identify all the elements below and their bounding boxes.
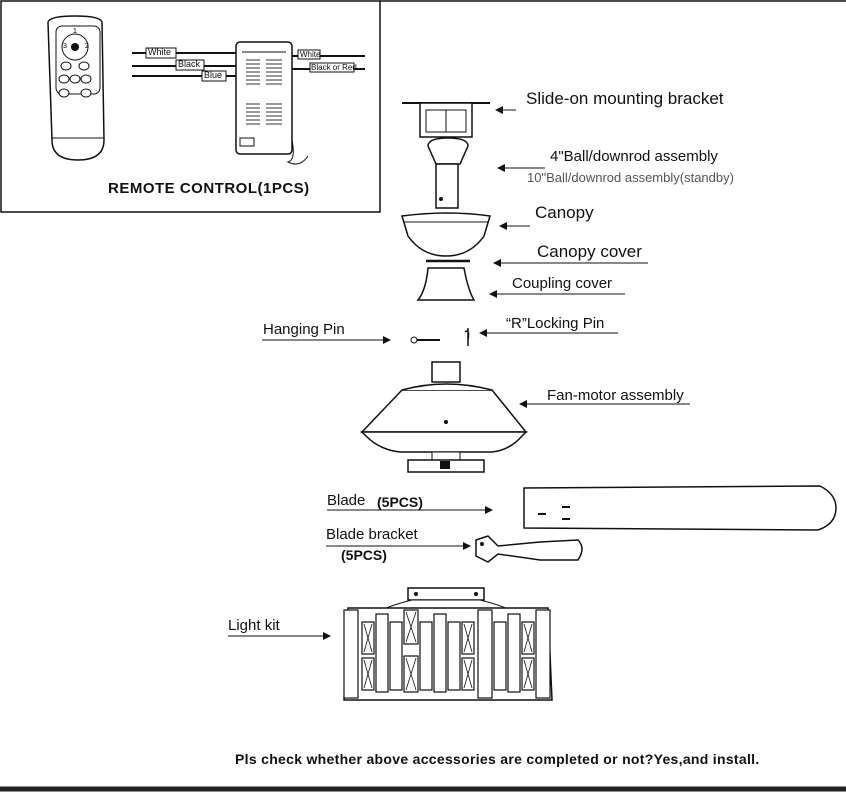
wire-label-black: Black	[178, 59, 201, 69]
r-locking-pin	[464, 328, 470, 346]
label-ball-downrod: 4"Ball/downrod assembly	[550, 148, 718, 165]
light-kit	[343, 587, 553, 701]
label-r-locking-pin: “R”Locking Pin	[506, 315, 605, 332]
svg-text:3: 3	[63, 43, 67, 50]
label-blade: Blade	[327, 492, 366, 509]
label-canopy: Canopy	[535, 203, 594, 222]
receiver-label-black-or-red: Black or Red	[311, 63, 357, 72]
label-blade-bracket-qty: (5PCS)	[341, 547, 387, 563]
slide-on-bracket	[402, 102, 490, 138]
footer-note: Pls check whether above accessories are …	[235, 751, 760, 767]
label-canopy-cover: Canopy cover	[537, 242, 642, 261]
ball-downrod	[427, 137, 469, 209]
label-blade-bracket: Blade bracket	[326, 526, 418, 543]
label-fan-motor: Fan-motor assembly	[547, 387, 684, 404]
coupling-cover	[416, 267, 476, 301]
label-coupling-cover: Coupling cover	[512, 275, 613, 292]
wire-label-blue: Blue	[204, 70, 223, 80]
label-light-kit: Light kit	[228, 617, 280, 634]
wire-label-white: White	[148, 47, 172, 57]
receiver-label-white: White	[300, 50, 321, 59]
label-slide-on-bracket: Slide-on mounting bracket	[526, 89, 724, 108]
remote-control-title: REMOTE CONTROL(1PCS)	[108, 180, 310, 197]
receiver-box	[235, 41, 309, 165]
blade	[523, 485, 837, 531]
label-ball-downrod-standby: 10"Ball/downrod assembly(standby)	[527, 170, 734, 185]
canopy	[401, 212, 491, 257]
remote-handset: 1 3 2	[47, 15, 105, 161]
fan-motor-assembly	[360, 361, 528, 473]
remote-control-box: 1 3 2	[0, 0, 381, 213]
svg-text:1: 1	[73, 28, 77, 35]
blade-bracket	[475, 535, 583, 563]
label-blade-qty: (5PCS)	[377, 494, 423, 510]
hanging-pin	[410, 336, 440, 344]
label-hanging-pin: Hanging Pin	[263, 321, 345, 338]
svg-text:2: 2	[85, 43, 89, 50]
